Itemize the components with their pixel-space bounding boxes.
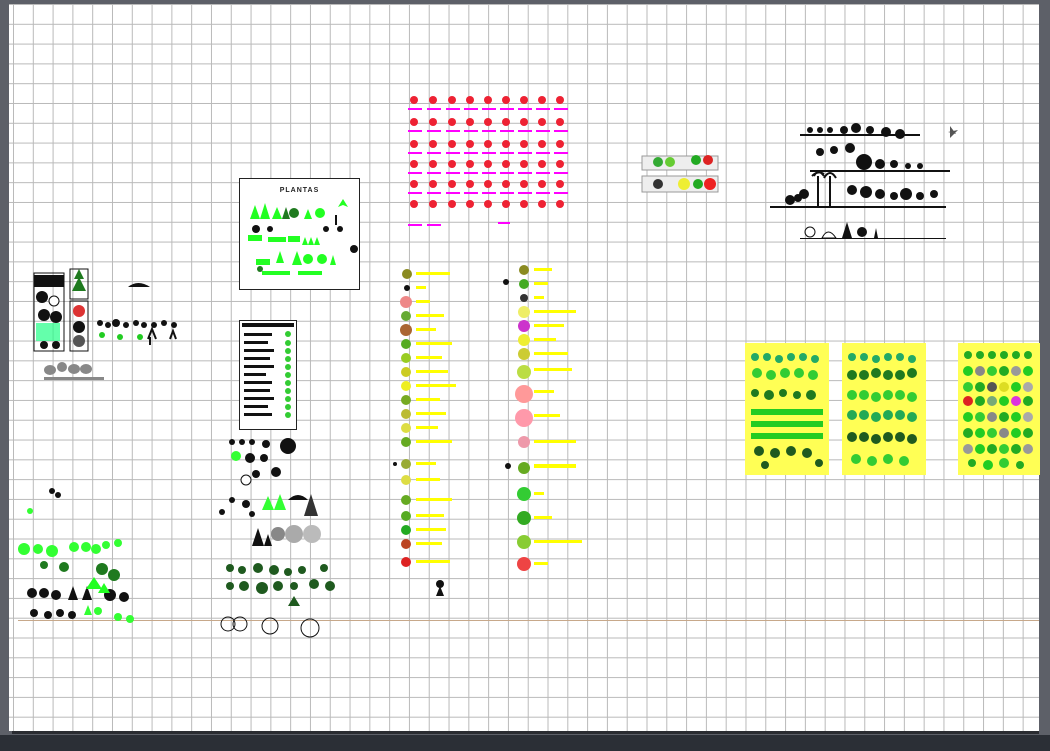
plantas-panel[interactable]: PLANTAS [239, 178, 360, 290]
ground-line [18, 620, 1039, 621]
tree-elevation-group[interactable] [760, 120, 980, 245]
status-bar [0, 735, 1050, 751]
block-group-mid-left[interactable] [218, 434, 348, 640]
symbol-sheet-1[interactable] [745, 343, 829, 475]
legend-table[interactable] [239, 320, 297, 430]
elevation-strip[interactable] [640, 150, 720, 196]
legend-rows [242, 323, 294, 418]
plantas-symbols [248, 199, 358, 275]
plant-legend-column-2[interactable] [500, 262, 590, 577]
block-group-left-bottom[interactable] [14, 485, 144, 640]
plant-legend-column-1[interactable] [392, 266, 462, 601]
symbol-sheet-2[interactable] [842, 343, 926, 475]
plantas-title: PLANTAS [279, 187, 320, 194]
block-group-left-top[interactable] [30, 265, 190, 395]
symbol-sheet-3[interactable] [958, 343, 1040, 475]
sheet-edge [1039, 4, 1050, 735]
color-symbol-grid[interactable] [406, 94, 576, 226]
